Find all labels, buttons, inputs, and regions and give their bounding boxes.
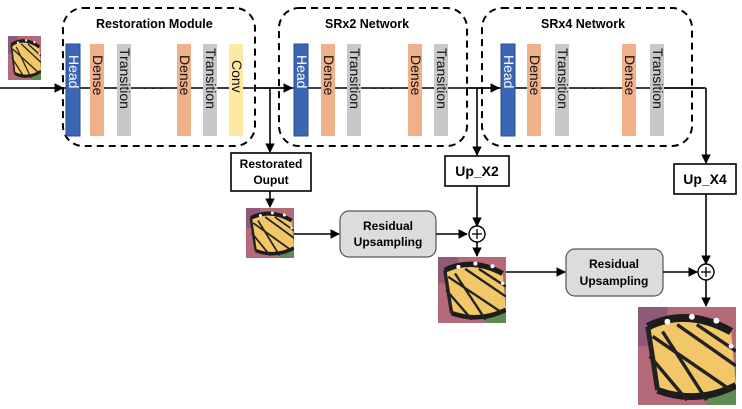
butterfly-x4-image	[638, 307, 736, 405]
up-x4-box	[673, 163, 737, 195]
dense-label: Dense	[90, 55, 106, 96]
residual-label-1b: Upsampling	[354, 235, 423, 249]
dense-label: Dense	[408, 55, 424, 96]
restorated-output-label-1: Restorated	[240, 157, 303, 171]
head-block	[500, 43, 516, 137]
butterfly-input-image	[8, 36, 41, 80]
transition-block	[434, 44, 448, 136]
dense-block	[622, 44, 636, 136]
dense-block	[90, 44, 104, 136]
transition-block	[555, 44, 569, 136]
up-x2-box	[444, 155, 510, 187]
residual-upsampling-box-1	[339, 210, 437, 258]
transition-label: Transition	[555, 48, 571, 109]
transition-label: Transition	[434, 48, 450, 109]
head-block	[293, 43, 309, 137]
up-x4-label: Up_X4	[683, 171, 727, 187]
ellipsis: · · ·	[582, 79, 604, 95]
ellipsis: · · ·	[372, 79, 394, 95]
head-block	[65, 43, 81, 137]
restoration-module-title: Restoration Module	[96, 17, 213, 31]
transition-label: Transition	[117, 48, 133, 109]
srx4-blocks: Head Dense Transition · · · Dense Transi…	[500, 43, 666, 137]
transition-block	[347, 44, 361, 136]
head-label: Head	[501, 55, 517, 88]
srx2-network-box	[278, 7, 468, 147]
transition-block	[203, 44, 217, 136]
restorated-output-box	[230, 152, 312, 192]
residual-label-1a: Residual	[363, 219, 413, 233]
srx2-blocks: Head Dense Transition · · · Dense Transi…	[293, 43, 450, 137]
residual-label-2a: Residual	[589, 257, 639, 271]
head-label: Head	[294, 55, 310, 88]
restoration-module-box	[62, 7, 256, 147]
head-label: Head	[66, 55, 82, 88]
conv-label: Conv	[229, 60, 245, 93]
transition-label: Transition	[650, 48, 666, 109]
srx4-network-title: SRx4 Network	[541, 17, 625, 31]
dense-block	[408, 44, 422, 136]
restoration-blocks: Head Dense Transition · · · Dense Transi…	[65, 43, 245, 137]
dense-block	[527, 44, 541, 136]
dense-block	[177, 44, 191, 136]
dense-label: Dense	[177, 55, 193, 96]
transition-label: Transition	[203, 48, 219, 109]
transition-label: Transition	[347, 48, 363, 109]
up-x2-label: Up_X2	[455, 163, 499, 179]
transition-block	[650, 44, 664, 136]
dense-label: Dense	[622, 55, 638, 96]
butterfly-restored-image	[246, 208, 294, 258]
dense-label: Dense	[527, 55, 543, 96]
butterfly-x2-image	[438, 257, 506, 323]
srx4-network-box	[481, 7, 693, 147]
residual-label-2b: Upsampling	[580, 274, 649, 288]
ellipsis: · · ·	[142, 79, 164, 95]
restorated-output-label-2: Ouput	[253, 173, 288, 187]
dense-label: Dense	[321, 55, 337, 96]
conv-block	[229, 44, 243, 136]
srx2-network-title: SRx2 Network	[325, 17, 409, 31]
transition-block	[117, 44, 131, 136]
dense-block	[321, 44, 335, 136]
